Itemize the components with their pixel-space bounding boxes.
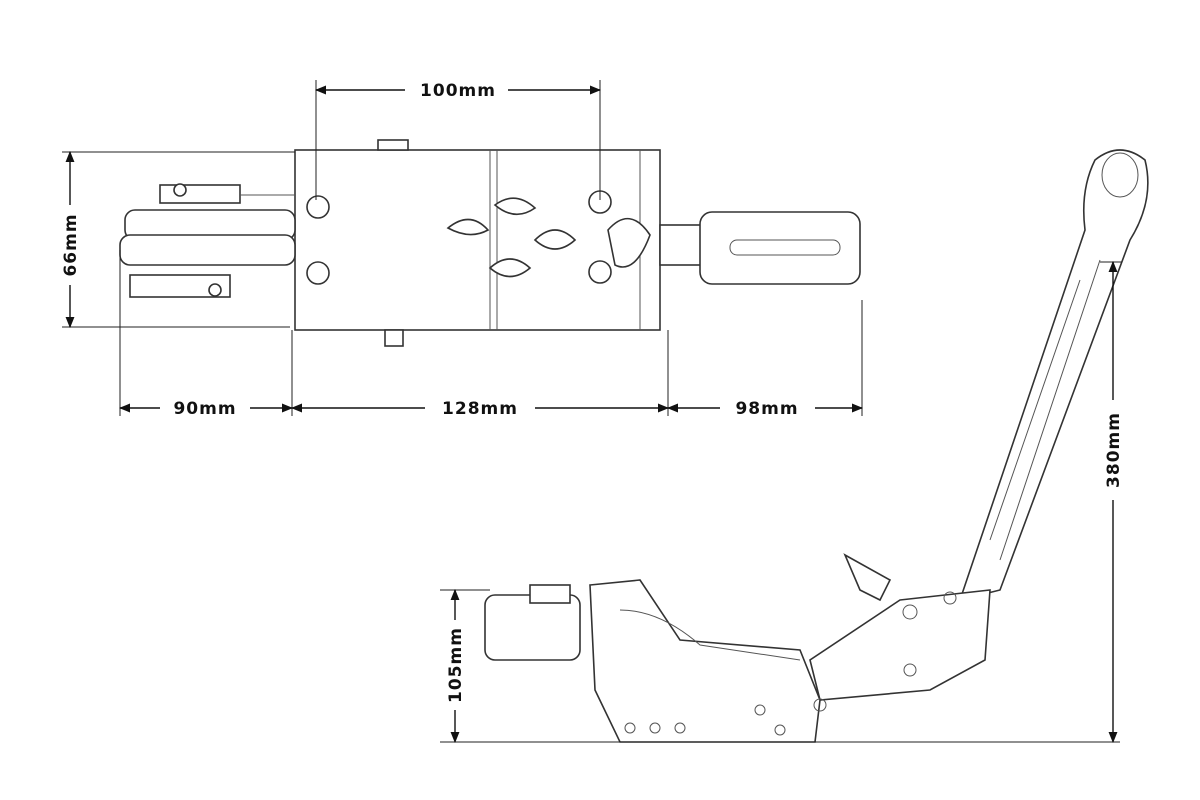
dimension-label-100mm: 100mm xyxy=(420,81,496,101)
dimension-label-90mm: 90mm xyxy=(173,399,236,419)
side-view-handbrake xyxy=(484,149,1149,743)
dimension-label-380mm: 380mm xyxy=(1104,412,1124,488)
top-view-handbrake xyxy=(119,139,861,347)
dimension-lines xyxy=(62,80,1122,744)
dimension-label-98mm: 98mm xyxy=(735,399,798,419)
dimension-label-66mm: 66mm xyxy=(61,213,81,276)
dimension-label-105mm: 105mm xyxy=(446,627,466,703)
dimension-label-128mm: 128mm xyxy=(442,399,518,419)
